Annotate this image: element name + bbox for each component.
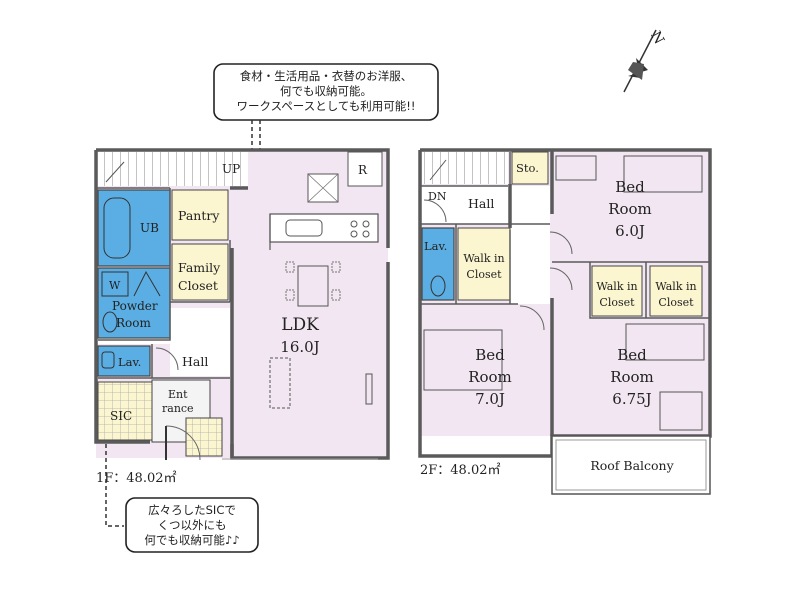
family-closet [171,243,229,301]
lavatory [97,345,151,377]
pantry-label: Pantry [178,208,220,223]
bed-a-label-1: Bed [615,178,645,196]
bed-icon [423,329,503,391]
floor-2-stairs [422,152,508,184]
bed-c-label-1: Bed [617,346,647,364]
storage [511,151,549,185]
powder-room-label-1: Powder [112,299,158,313]
entrance-label-1: Ent [168,388,188,401]
ldk-size-label: 16.0J [280,338,319,356]
callout-top-line-3: ワークスペースとしても利用可能!! [236,99,415,113]
bed-a-size: 6.0J [615,222,645,240]
walkin-2-label-1: Walk in [596,280,637,293]
floor-2: DN Hall Sto. Bed Room 6.0J Lav. Walk in … [418,148,712,495]
sofa-icon [269,357,291,409]
sink-icon [285,219,323,237]
lav-label: Lav. [118,355,141,369]
storage-label: Sto. [516,161,539,175]
bed-c-size: 6.75J [612,390,651,408]
bed-c-label-2: Room [610,368,654,386]
door-swing-icon [549,231,573,255]
hall-label: Hall [182,354,208,369]
fridge-icon [347,151,383,187]
floor-1-area-label: 1F：48.02㎡ [96,471,177,486]
front-door-swing-icon [165,425,201,461]
washer-label: W [109,279,121,292]
bed-b-size: 7.0J [475,390,505,408]
floor-1-stairs [98,152,248,186]
compass: N [623,29,667,93]
walk-in-closet-1 [457,227,511,301]
callout-top-box [213,63,439,121]
walkin-3-label-1: Walk in [655,280,696,293]
walkin-2-label-2: Closet [599,296,635,309]
callout-top-line-1: 食材・生活用品・衣替のお洋服、 [240,69,413,83]
floor-1-walls [94,148,390,460]
floor-2-hall-label: Hall [468,196,494,211]
walk-in-closet-2 [591,265,643,317]
floor-2-area-label: 2F：48.02㎡ [420,463,501,478]
sic-label: SIC [110,409,132,423]
walkin-3-label-2: Closet [658,296,694,309]
walk-in-closet-3 [649,265,703,317]
powder-room-label-2: Room [116,316,151,330]
callout-bottom-box [125,497,259,553]
callout-bottom-line-2: くつ以外にも [158,518,227,532]
ub-label: UB [140,221,159,235]
floor-1-up-label: UP [222,162,240,176]
bathtub-icon [103,197,131,259]
door-swing-icon [519,305,545,331]
walkin-1-label-1: Walk in [463,252,504,265]
roof-balcony-label: Roof Balcony [590,458,674,473]
lav-2f-label: Lav. [424,239,447,253]
lavatory-2f [421,227,455,301]
shoe-in-closet [97,381,153,441]
compass-north-label: N [647,29,667,47]
compass-needle [623,29,657,93]
desk-icon [555,155,597,181]
dining-table-icon [297,265,329,307]
compass-star-icon [628,62,644,80]
bed-a-label-2: Room [608,200,652,218]
ldk-label: LDK [281,315,319,335]
tv-icon [365,373,373,405]
callout-bottom-line-1: 広々ろしたSICで [148,503,236,517]
pantry [171,189,229,241]
callout-bottom-line-3: 何でも収納可能♪♪ [144,533,239,547]
floor-1: UP R UB Pantry Family Closet W Powder Ro… [94,148,390,486]
toilet-icon [102,311,118,333]
toilet-icon [430,275,446,297]
bed-b-label-2: Room [468,368,512,386]
fridge-label: R [358,163,368,177]
door-swing-icon [155,347,179,371]
callout-top-line-2: 何でも収納可能。 [280,84,372,98]
door-swing-icon [423,199,447,223]
roof-balcony [551,435,711,495]
bed-icon [623,155,703,193]
floor-2-dn-label: DN [428,190,447,203]
desk-icon [659,391,703,431]
washer-icon [101,271,129,297]
entrance-label-2: rance [162,402,194,415]
door-swing-icon [549,267,573,291]
callout-bottom: 広々ろしたSICで くつ以外にも 何でも収納可能♪♪ [105,444,259,553]
bed-icon [625,323,705,361]
callout-bottom-leader [105,444,124,527]
family-closet-label-2: Closet [178,278,218,293]
floor-1-hall-area [170,308,230,376]
bed-b-label-1: Bed [475,346,505,364]
walkin-1-label-2: Closet [466,268,502,281]
family-closet-label-1: Family [178,260,221,275]
